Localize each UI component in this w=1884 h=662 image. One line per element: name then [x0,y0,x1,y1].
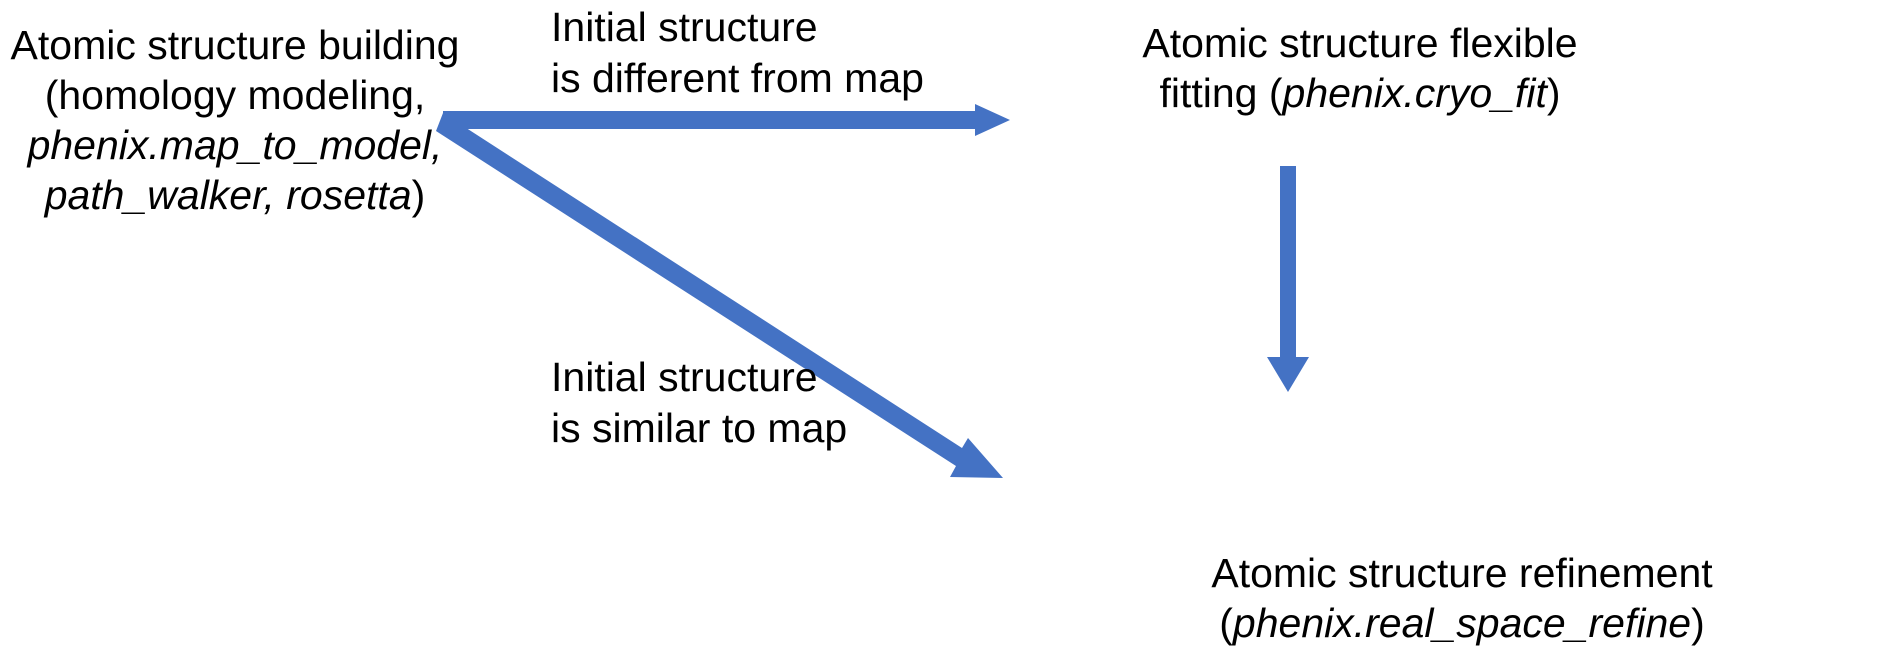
node-flexible-fitting-line-1: Atomic structure flexible [1142,20,1578,66]
node-flexible-fitting-suffix: ) [1546,70,1561,117]
edge-label-is-similar-to-map: Initial structure is similar to map [551,352,951,455]
node-atomic-structure-refinement[interactable]: Atomic structure refinement (phenix.real… [1040,548,1884,648]
node-building-line-3: phenix.map_to_model, [27,122,443,169]
arrow-vertical-shape [1267,166,1309,392]
node-building-line-4-paren: ) [411,172,426,219]
arrow-diagonal-shape [436,113,1003,478]
arrow-horizontal-shape [443,104,1010,136]
node-atomic-structure-building[interactable]: Atomic structure building (homology mode… [0,20,470,220]
node-flexible-fitting-line-2: fitting (phenix.cryo_fit) [1080,68,1640,118]
arrow-building-to-flexible-fitting [443,104,1010,136]
node-refinement-line-2: (phenix.real_space_refine) [1040,598,1884,648]
arrow-building-to-refinement [436,113,1003,478]
node-building-line-4-italic: path_walker, rosetta [44,172,412,219]
edge-label-different-line-2: is different from map [551,55,924,102]
edge-label-is-different-from-map: Initial structure is different from map [551,2,951,105]
node-refinement-prefix: ( [1219,600,1233,647]
node-refinement-line-1: Atomic structure refinement [1211,550,1713,596]
node-refinement-suffix: ) [1691,600,1705,647]
node-atomic-structure-flexible-fitting[interactable]: Atomic structure flexible fitting (pheni… [1080,18,1640,118]
edge-label-similar-line-2: is similar to map [551,405,848,452]
node-refinement-command: phenix.real_space_refine [1232,600,1692,647]
node-building-line-2: (homology modeling, [44,72,426,119]
arrow-flexible-fitting-to-refinement [1267,166,1309,392]
edge-label-similar-line-1: Initial structure [551,354,818,400]
node-building-line-4: path_walker, rosetta) [0,170,470,220]
edge-label-different-line-1: Initial structure [551,4,818,50]
node-flexible-fitting-command: phenix.cryo_fit [1282,70,1547,117]
node-building-line-1: Atomic structure building [10,22,460,68]
node-flexible-fitting-prefix: fitting ( [1159,70,1283,117]
